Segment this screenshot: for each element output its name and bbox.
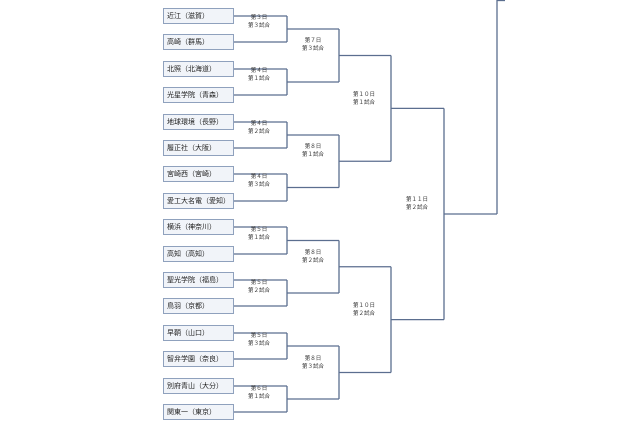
match-label: 第６日第１試合: [247, 386, 270, 400]
match-label: 第５日第１試合: [247, 227, 270, 241]
match-label: 第１１日第２試合: [405, 197, 428, 211]
match-label: 第４日第１試合: [247, 68, 270, 82]
team-slot: 別府青山（大分）: [163, 378, 234, 394]
team-slot: 高崎（群馬）: [163, 34, 234, 50]
match-label: 第３日第３試合: [247, 15, 270, 29]
match-label: 第５日第３試合: [247, 333, 270, 347]
team-slot: 宮崎西（宮崎）: [163, 166, 234, 182]
match-label: 第８日第３試合: [301, 356, 324, 370]
match-label: 第１０日第１試合: [352, 92, 375, 106]
team-slot: 横浜（神奈川）: [163, 219, 234, 235]
match-label: 第８日第１試合: [301, 144, 324, 158]
team-slot: 関東一（東京）: [163, 404, 234, 420]
team-slot: 早鞆（山口）: [163, 325, 234, 341]
team-slot: 光星学院（青森）: [163, 87, 234, 103]
team-slot: 履正社（大阪）: [163, 140, 234, 156]
match-label: 第７日第３試合: [301, 38, 324, 52]
match-label: 第１０日第２試合: [352, 303, 375, 317]
match-label: 第５日第２試合: [247, 280, 270, 294]
team-slot: 地球環境（長野）: [163, 114, 234, 130]
match-label: 第４日第２試合: [247, 121, 270, 135]
team-slot: 鳥羽（京都）: [163, 298, 234, 314]
team-slot: 聖光学院（福島）: [163, 272, 234, 288]
team-slot: 近江（滋賀）: [163, 8, 234, 24]
team-slot: 愛工大名電（愛知）: [163, 193, 234, 209]
match-label: 第８日第２試合: [301, 250, 324, 264]
match-label: 第４日第３試合: [247, 174, 270, 188]
team-slot: 高知（高知）: [163, 246, 234, 262]
team-slot: 智弁学園（奈良）: [163, 351, 234, 367]
team-slot: 北照（北海道）: [163, 61, 234, 77]
